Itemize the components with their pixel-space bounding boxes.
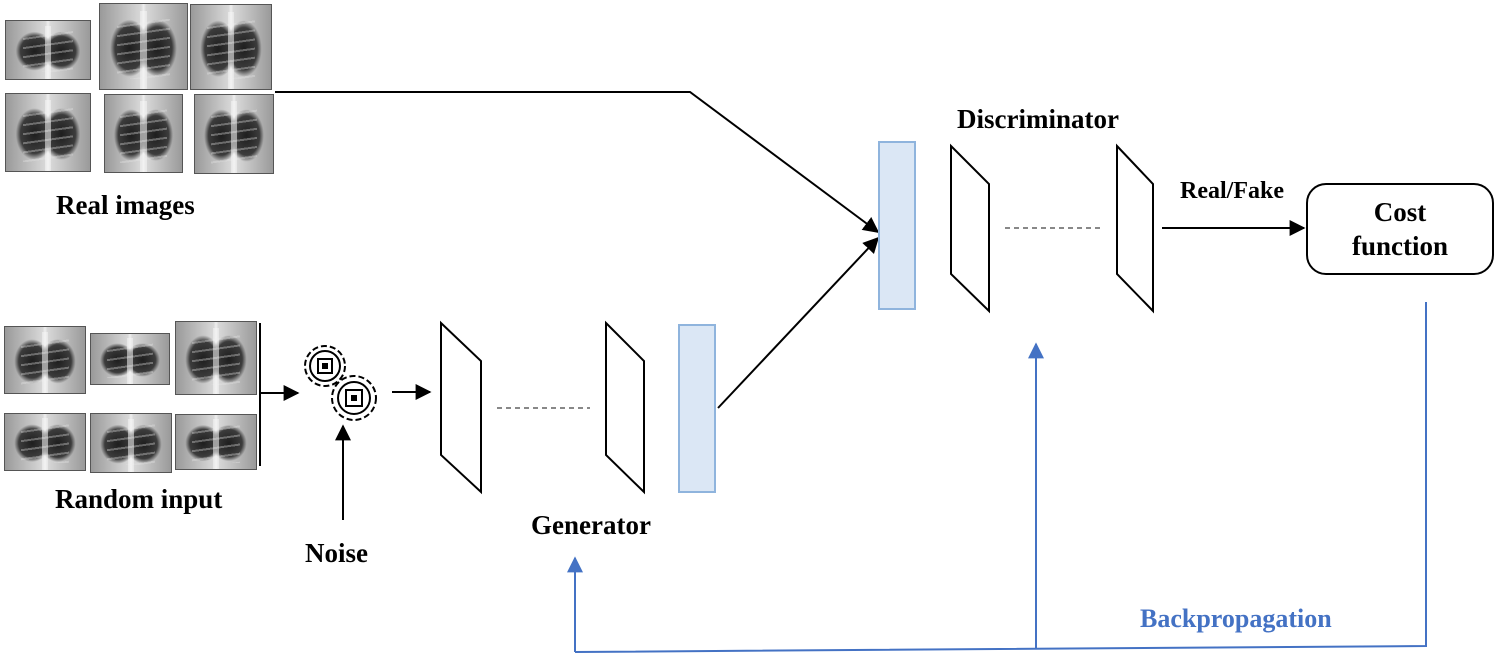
generator-layer <box>440 320 482 495</box>
random-input-thumbnail <box>175 414 257 470</box>
generator-layer <box>605 320 645 495</box>
real-image-thumbnail <box>99 3 188 90</box>
random-input-thumbnail <box>4 326 86 394</box>
discriminator-input-layer <box>878 141 916 310</box>
generator-to-discriminator-arrow <box>717 236 880 409</box>
real-image-thumbnail <box>190 4 272 90</box>
real-images-label: Real images <box>56 190 195 220</box>
cost-function-label-line1: Cost <box>1373 197 1427 227</box>
real-to-discriminator-arrow <box>275 91 880 233</box>
gear-icon <box>304 345 346 387</box>
real-fake-label: Real/Fake <box>1180 178 1284 204</box>
gear-icon <box>331 375 377 421</box>
generator-label: Generator <box>531 510 651 540</box>
real-image-thumbnail <box>194 94 274 174</box>
real-image-thumbnail <box>5 20 91 80</box>
random-input-thumbnail <box>90 413 172 473</box>
discriminator-layer <box>1116 143 1154 314</box>
discriminator-label: Discriminator <box>957 104 1119 134</box>
noise-label: Noise <box>305 538 368 568</box>
cost-function-box: Cost function <box>1306 183 1494 275</box>
random-input-thumbnail <box>4 413 86 471</box>
real-image-thumbnail <box>5 93 91 172</box>
cost-function-label-line2: function <box>1351 231 1449 261</box>
random-input-label: Random input <box>55 484 223 514</box>
backpropagation-line <box>574 302 1427 653</box>
discriminator-layer <box>950 143 990 314</box>
backpropagation-label: Backpropagation <box>1140 604 1332 633</box>
generator-output-layer <box>678 324 716 493</box>
random-input-thumbnail <box>90 333 170 385</box>
real-image-thumbnail <box>104 94 183 173</box>
random-input-thumbnail <box>175 321 257 395</box>
